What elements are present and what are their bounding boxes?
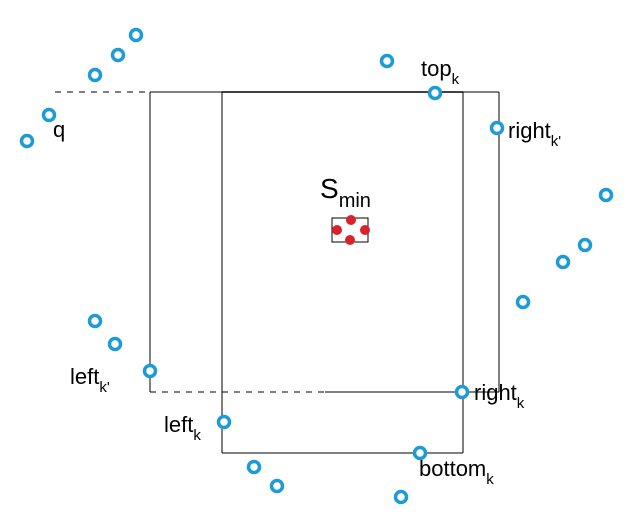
point-marker (142, 363, 158, 379)
point-marker (393, 489, 409, 505)
point-marker (128, 27, 144, 43)
label-bottom-k: bottomk (419, 456, 494, 488)
point-marker (41, 107, 57, 123)
label-left-k-prime: leftk' (70, 364, 110, 396)
label-right-k: rightk (474, 380, 525, 412)
s-min-point (332, 225, 342, 235)
point-marker (87, 67, 103, 83)
point-marker (110, 47, 126, 63)
point-marker (598, 187, 614, 203)
label-s-min: Smin (320, 173, 371, 212)
rectangle-k (221, 91, 464, 454)
label-top-k: topk (421, 56, 460, 88)
label-left-k: leftk (164, 412, 201, 444)
label-q: q (53, 117, 65, 142)
point-marker (412, 445, 428, 461)
point-marker (216, 414, 232, 430)
point-marker (246, 459, 262, 475)
s-min-point (360, 225, 370, 235)
s-min-point-group (332, 215, 370, 245)
point-marker (19, 133, 35, 149)
point-marker (454, 384, 470, 400)
point-marker (489, 120, 505, 136)
s-min-point (345, 235, 355, 245)
point-set (19, 27, 614, 505)
point-marker (427, 85, 443, 101)
point-marker (577, 237, 593, 253)
point-marker (107, 336, 123, 352)
point-marker (379, 53, 395, 69)
point-marker (87, 313, 103, 329)
rectangle-k-prime (55, 91, 500, 393)
point-marker (555, 254, 571, 270)
point-marker (269, 478, 285, 494)
label-right-k-prime: rightk' (508, 118, 561, 150)
point-marker (515, 294, 531, 310)
s-min-point (346, 215, 356, 225)
